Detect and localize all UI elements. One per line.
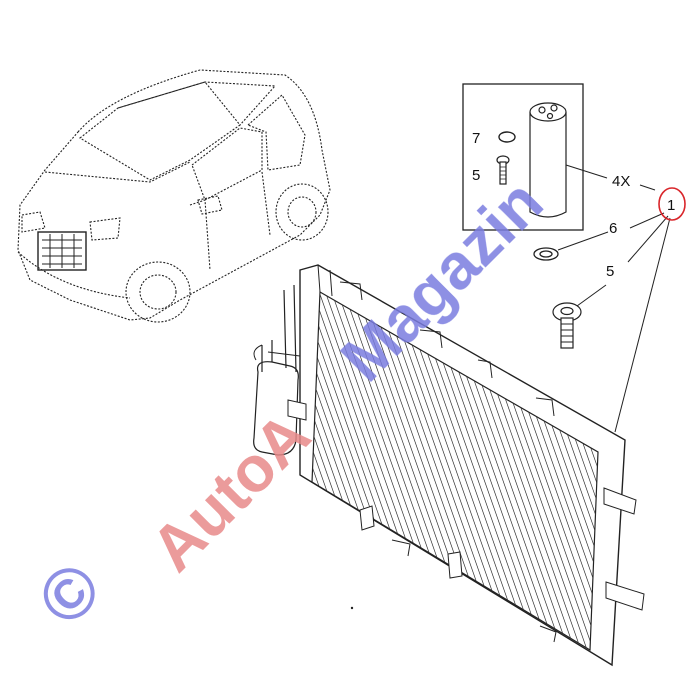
stray-mark — [350, 606, 354, 610]
seal-part — [533, 247, 559, 261]
watermark-word-autoa: AutoA — [137, 398, 324, 585]
callout-labels: 7 5 4X 6 5 1 — [472, 130, 686, 280]
o-ring-part — [498, 131, 516, 143]
callout-bolt: 5 — [606, 263, 614, 280]
receiver-dryer-part — [529, 102, 567, 218]
inset-panel — [462, 83, 608, 231]
callout-main-circle — [658, 187, 686, 221]
callout-quantity: 4X — [612, 173, 630, 190]
callout-seal: 6 — [609, 220, 617, 237]
watermark-copyright: © — [23, 547, 117, 641]
callout-small-bolt: 5 — [472, 167, 480, 184]
inset-frame — [462, 83, 584, 231]
callout-o-ring: 7 — [472, 130, 480, 147]
leader-lines — [557, 184, 671, 433]
callout-main: 1 — [667, 197, 675, 214]
small-bolt-part — [496, 155, 510, 185]
car-illustration — [17, 69, 331, 323]
bolt-part — [552, 302, 582, 349]
